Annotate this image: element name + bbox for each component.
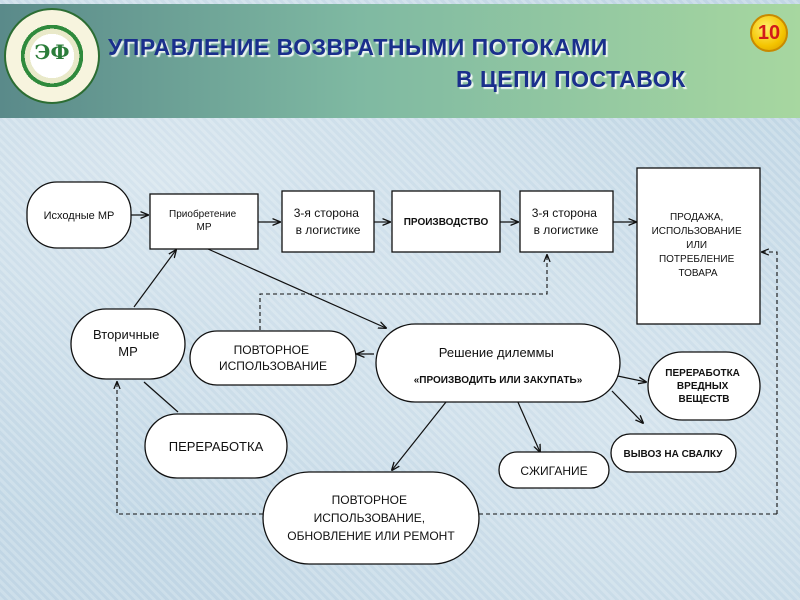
node-production-label: ПРОИЗВОДСТВО — [404, 217, 489, 228]
dashed-arrow-repair-to-secondary — [117, 382, 263, 515]
node-third-party-logistics-2 — [519, 190, 614, 253]
node-hazardous-recycling — [647, 351, 761, 421]
arrow-acquisition-to-dilemma — [207, 248, 386, 328]
node-landfill — [610, 433, 737, 473]
node-acquisition — [149, 193, 259, 250]
dashed-arrow-reuse-to-3pl — [259, 255, 547, 330]
faculty-logo-icon: ЭФ — [4, 8, 100, 104]
slide-header: ЭФ УПРАВЛЕНИЕ ВОЗВРАТНЫМИ ПОТОКАМИ В ЦЕП… — [0, 4, 800, 118]
node-reuse-label: ПОВТОРНОЕ ИСПОЛЬЗОВАНИЕ — [219, 343, 327, 373]
node-incineration — [498, 451, 610, 489]
node-third-party-logistics-1 — [281, 190, 375, 253]
node-secondary-label: Вторичные МР — [93, 327, 163, 359]
slide-title-line-1: УПРАВЛЕНИЕ ВОЗВРАТНЫМИ ПОТОКАМИ — [108, 34, 608, 60]
node-production — [391, 190, 501, 253]
node-sale-use — [636, 167, 761, 325]
node-landfill-label: ВЫВОЗ НА СВАЛКУ — [624, 449, 724, 460]
node-recycling — [144, 413, 288, 479]
node-third-party-1-label: 3-я сторона в логистике — [294, 206, 363, 237]
node-source-materials — [26, 181, 132, 249]
logo-text: ЭФ — [34, 40, 70, 64]
node-dilemma-label: Решение дилеммы «ПРОИЗВОДИТЬ ИЛИ ЗАКУПАТ… — [414, 345, 583, 386]
node-repair-label: ПОВТОРНОЕ ИСПОЛЬЗОВАНИЕ, ОБНОВЛЕНИЕ ИЛИ … — [287, 493, 455, 543]
node-reuse — [189, 330, 357, 386]
slide-number-badge: 10 — [750, 14, 788, 52]
line-recycling-to-secondary — [143, 381, 179, 413]
node-reuse-repair — [262, 471, 480, 565]
dashed-arrow-return-to-sale — [762, 252, 778, 514]
node-hazardous-label: ПЕРЕРАБОТКА ВРЕДНЫХ ВЕЩЕСТВ — [665, 368, 742, 405]
arrow-dilemma-to-repair — [392, 401, 447, 470]
slide-title-line-2: В ЦЕПИ ПОСТАВОК — [456, 66, 686, 92]
node-secondary-materials — [70, 308, 186, 380]
arrow-dilemma-to-landfill — [611, 390, 643, 423]
arrow-secondary-to-acquisition — [133, 250, 176, 308]
node-acquisition-label: Приобретение МР — [169, 208, 239, 233]
node-incineration-label: СЖИГАНИЕ — [520, 464, 587, 478]
node-recycling-label: ПЕРЕРАБОТКА — [169, 439, 264, 454]
node-sale-label: ПРОДАЖА, ИСПОЛЬЗОВАНИЕ ИЛИ ПОТРЕБЛЕНИЕ Т… — [652, 212, 745, 279]
node-source-label: Исходные МР — [44, 210, 115, 222]
node-third-party-2-label: 3-я сторона в логистике — [532, 206, 601, 237]
node-dilemma — [375, 323, 621, 403]
arrow-dilemma-to-incineration — [516, 399, 540, 452]
